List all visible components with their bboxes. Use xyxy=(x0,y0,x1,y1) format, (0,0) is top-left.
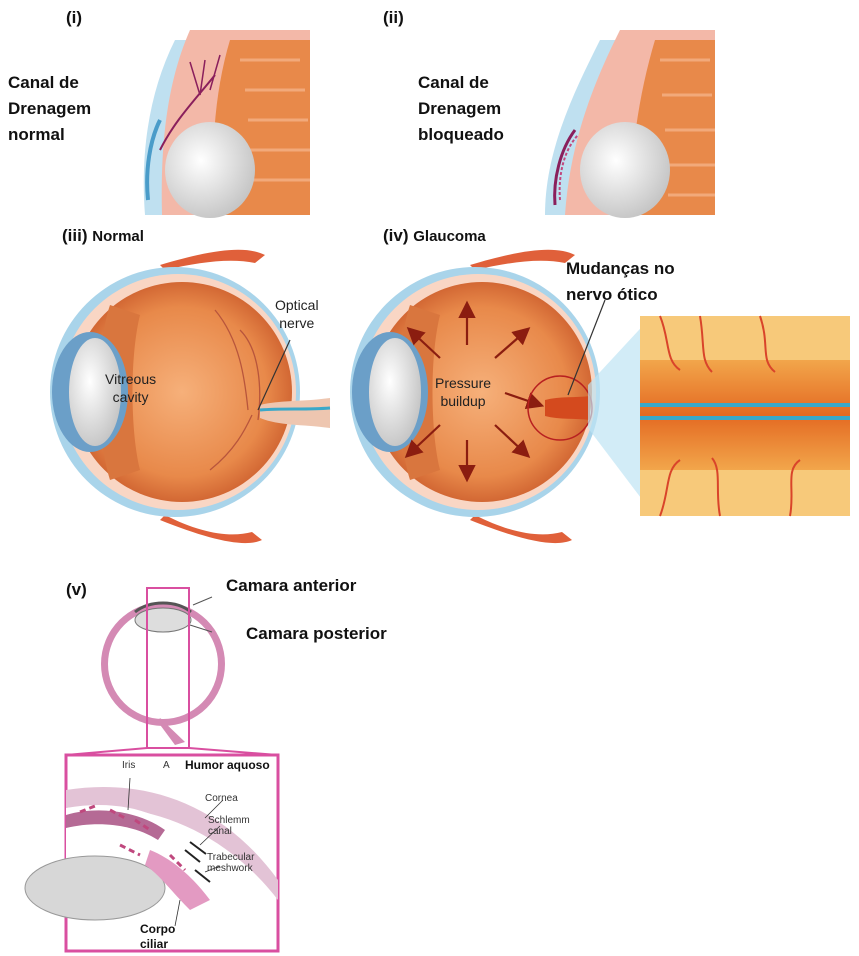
a-letter-label: A xyxy=(163,760,170,771)
optical-nerve-label: Optical nerve xyxy=(275,296,319,332)
trabecular-meshwork-label: Trabecular meshwork xyxy=(207,852,254,874)
ciliary-body-label: Corpo ciliar xyxy=(140,922,175,952)
aqueous-humor-label: Humor aquoso xyxy=(185,758,270,772)
cornea-label: Cornea xyxy=(205,793,238,804)
panel-ii-drainage-illustration xyxy=(545,30,715,218)
vitreous-cavity-label: Vitreous cavity xyxy=(105,370,156,406)
schlemm-canal-label: Schlemm canal xyxy=(208,815,250,837)
panel-ii-id: (ii) xyxy=(383,8,404,28)
panel-v-id: (v) xyxy=(66,580,87,600)
panel-iv-id: (iv) Glaucoma xyxy=(383,226,486,246)
panel-i-drainage-illustration xyxy=(144,30,310,218)
panel-i-id: (i) xyxy=(66,8,82,28)
optic-nerve-changes-label: Mudanças no nervo ótico xyxy=(566,256,675,308)
pressure-buildup-label: Pressure buildup xyxy=(435,374,491,410)
anterior-chamber-label: Camara anterior xyxy=(226,576,356,596)
panel-ii-caption: Canal de Drenagem bloqueado xyxy=(418,70,504,148)
posterior-chamber-label: Camara posterior xyxy=(246,624,387,644)
panel-iii-normal-eye xyxy=(50,250,330,543)
panel-iii-id: (iii) Normal xyxy=(62,226,144,246)
panel-v-schematic-eye xyxy=(66,588,278,755)
panel-i-caption: Canal de Drenagem normal xyxy=(8,70,91,148)
iris-label: Iris xyxy=(122,760,135,771)
